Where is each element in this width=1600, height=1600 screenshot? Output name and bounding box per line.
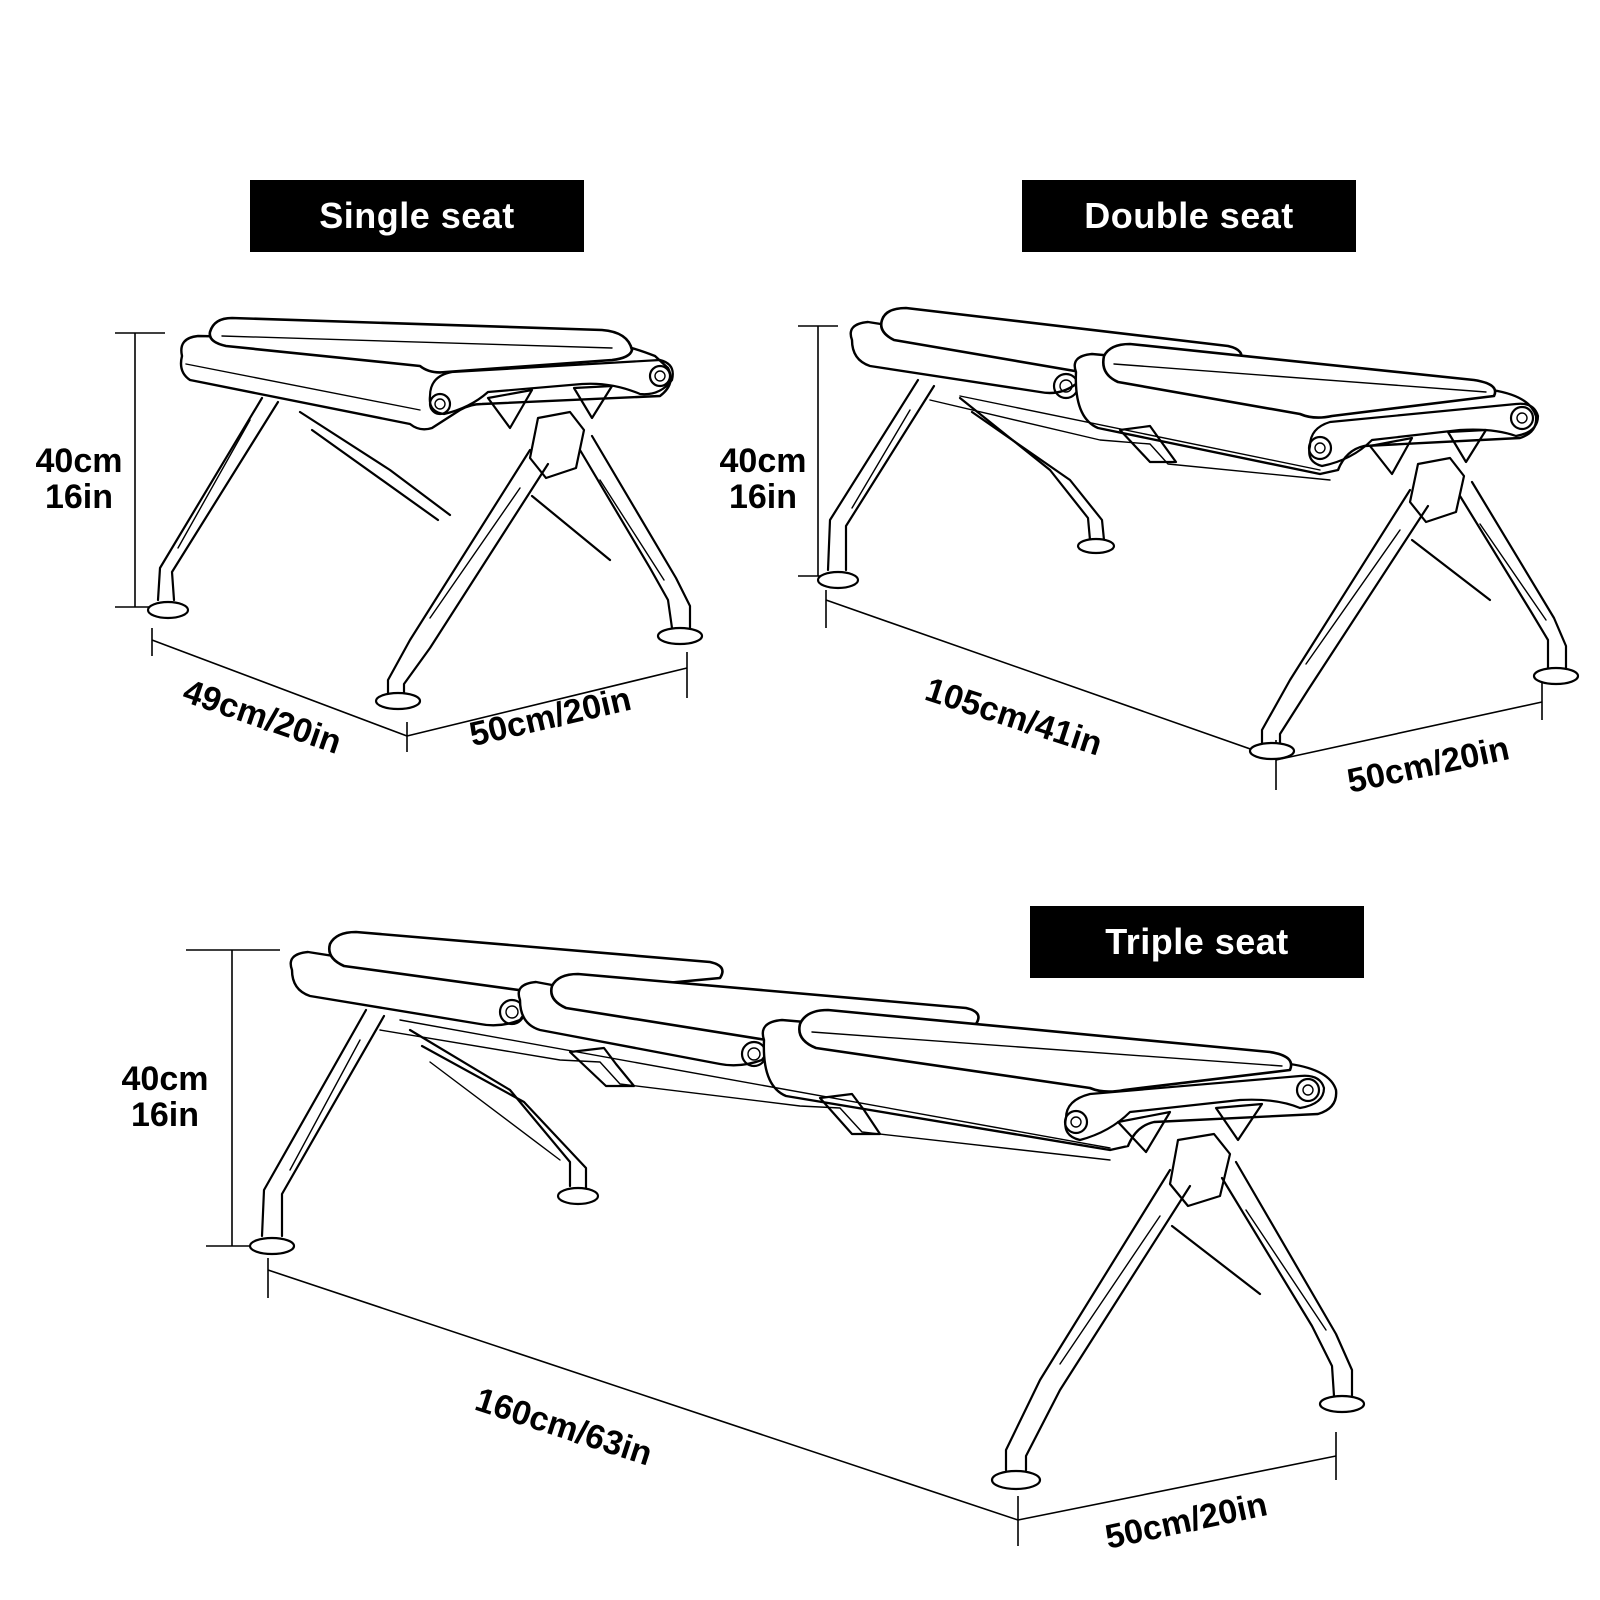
triple-height-cm: 40cm — [121, 1060, 209, 1098]
triple-height-in: 16in — [130, 1095, 200, 1134]
double-height-in: 16in — [728, 477, 798, 516]
title-triple-seat: Triple seat — [1030, 906, 1364, 978]
single-height-cm: 40cm — [35, 442, 123, 480]
title-double-seat: Double seat — [1022, 180, 1356, 252]
triple-height-label: 40cm 16in — [110, 1060, 220, 1134]
triple-seat-drawing — [186, 930, 1366, 1546]
single-height-label: 40cm 16in — [24, 442, 134, 516]
single-seat-drawing — [115, 316, 704, 752]
single-height-in: 16in — [44, 477, 114, 516]
double-seat-drawing — [798, 306, 1580, 790]
double-height-label: 40cm 16in — [708, 442, 818, 516]
title-single-seat: Single seat — [250, 180, 584, 252]
double-height-cm: 40cm — [719, 442, 807, 480]
